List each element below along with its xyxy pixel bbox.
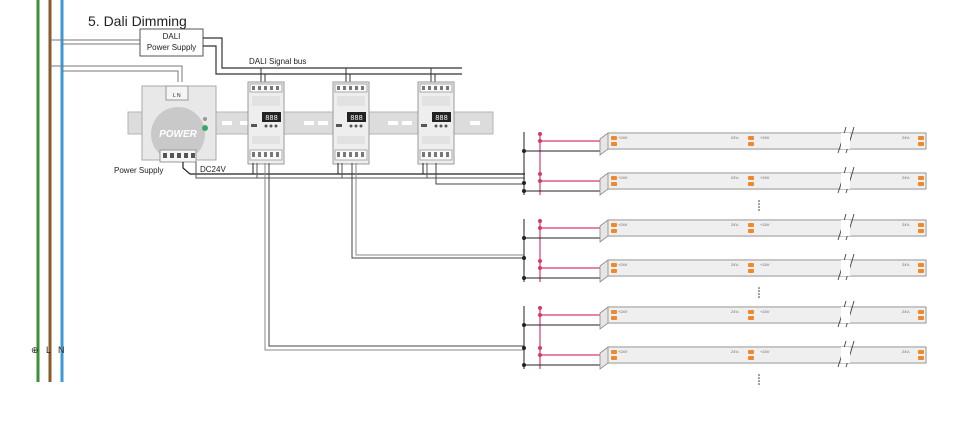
- svg-text:24V-: 24V-: [731, 309, 740, 314]
- svg-text:24V-: 24V-: [902, 309, 911, 314]
- svg-text:24V-: 24V-: [902, 135, 911, 140]
- earth-symbol: ⊕: [31, 345, 39, 355]
- svg-text:+24V: +24V: [760, 175, 770, 180]
- svg-text:+24V: +24V: [618, 349, 628, 354]
- dimmer-display: [262, 112, 281, 122]
- dimmer-output-wires: [264, 163, 524, 351]
- strip-group-2: +24V 24V- +24V 24V- +24V 24V- +24V 24V-: [522, 213, 927, 298]
- strip-group-3: +24V 24V- +24V 24V- +24V 24V- +24V 24V-: [522, 300, 927, 385]
- svg-text:24V-: 24V-: [902, 349, 911, 354]
- din-rail-slots: [222, 121, 480, 125]
- svg-text:+24V: +24V: [618, 309, 628, 314]
- svg-text:+24V: +24V: [618, 222, 628, 227]
- svg-text:24V-: 24V-: [731, 135, 740, 140]
- svg-text:24V-: 24V-: [731, 262, 740, 267]
- svg-text:+24V: +24V: [760, 222, 770, 227]
- dali-psu-line2: Power Supply: [147, 43, 196, 52]
- led-strip: +24V 24V- +24V 24V-: [522, 300, 927, 330]
- power-supply-module: POWER: [141, 85, 217, 163]
- diagram-title: 5. Dali Dimming: [88, 13, 187, 29]
- svg-text:+24V: +24V: [760, 135, 770, 140]
- led-strip-groups: +24V 24V- +24V 24V- +24V 24V- +24V 24V- +24V 24V-…: [522, 126, 927, 385]
- svg-text:24V-: 24V-: [902, 262, 911, 267]
- led-strip: +24V 24V- +24V 24V-: [522, 213, 927, 243]
- led-strip: +24V 24V- +24V 24V-: [522, 253, 927, 283]
- dc-negative-bus: [182, 162, 525, 175]
- dali-signal-bus: [203, 37, 462, 75]
- dali-dimmer-1: 888: [247, 68, 285, 178]
- svg-text:24V-: 24V-: [731, 349, 740, 354]
- power-supply-label: Power Supply: [114, 166, 163, 175]
- led-strip: +24V 24V- +24V 24V-: [522, 166, 927, 196]
- led-strip: +24V 24V- +24V 24V-: [522, 126, 927, 156]
- dimmer-display: [347, 112, 366, 122]
- led-strip: +24V 24V- +24V 24V-: [522, 340, 927, 370]
- svg-text:24V-: 24V-: [731, 175, 740, 180]
- dali-psu-feed: [50, 39, 140, 45]
- svg-text:+24V: +24V: [760, 349, 770, 354]
- dc-label: DC24V: [200, 165, 226, 174]
- power-led-icon: [202, 125, 208, 131]
- power-brand: POWER: [159, 129, 198, 140]
- dali-psu-line1: DALI: [163, 32, 181, 41]
- svg-text:+24V: +24V: [618, 175, 628, 180]
- svg-text:+24V: +24V: [618, 135, 628, 140]
- dali-bus-label: DALI Signal bus: [249, 57, 306, 66]
- dali-dimmers: 888 888 888: [247, 68, 455, 178]
- strip-group-1: +24V 24V- +24V 24V- +24V 24V- +24V 24V-: [522, 126, 927, 211]
- svg-text:24V-: 24V-: [902, 222, 911, 227]
- dimmer-display-text: 888: [435, 115, 448, 123]
- psu-mains-feed: [50, 65, 183, 82]
- svg-text:24V-: 24V-: [902, 175, 911, 180]
- svg-text:+24V: +24V: [760, 309, 770, 314]
- dimmer-display-text: 888: [265, 115, 278, 123]
- svg-text:24V-: 24V-: [731, 222, 740, 227]
- mains-l-label: L: [46, 345, 51, 355]
- mains-n-label: N: [58, 345, 65, 355]
- dimmer-display-text: 888: [350, 115, 363, 123]
- dc-positive-bus: [195, 162, 525, 179]
- svg-text:+24V: +24V: [760, 262, 770, 267]
- svg-text:+24V: +24V: [618, 262, 628, 267]
- dali-dimmer-3: 888: [417, 68, 455, 178]
- dali-dimmer-2: 888: [332, 68, 370, 178]
- dimmer-display: [432, 112, 451, 122]
- psu-terminal-label: L N: [173, 93, 181, 99]
- dali-power-supply: DALI Power Supply: [139, 28, 204, 57]
